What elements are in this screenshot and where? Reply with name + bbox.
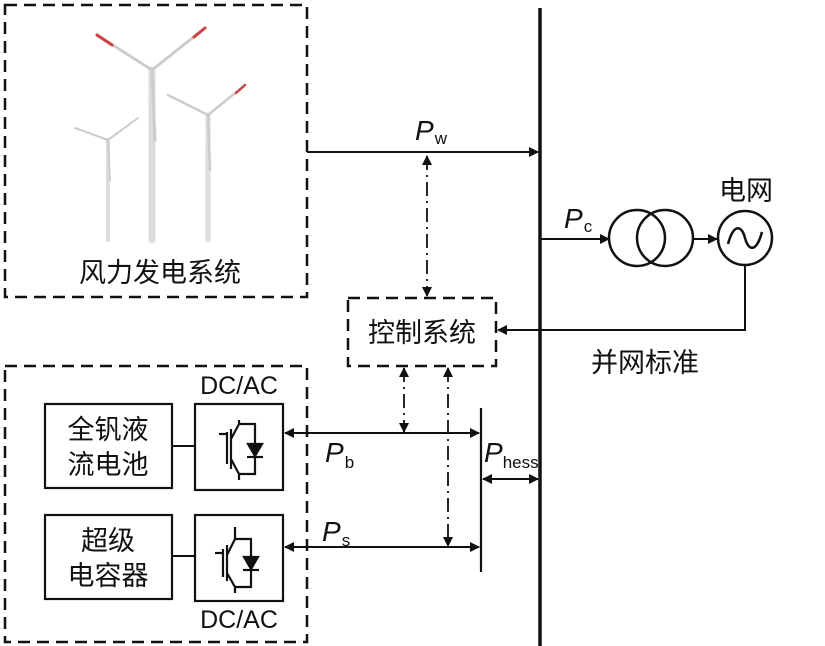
igbt-icon: [219, 420, 264, 480]
control-system-box: [346, 296, 498, 368]
transformer-icon: [607, 208, 695, 268]
converter-top-box: [193, 402, 285, 492]
converter-top-label: DC/AC: [200, 372, 278, 400]
control-system-label: 控制系统: [368, 318, 476, 349]
wind-system-label: 风力发电系统: [79, 258, 241, 289]
storage-system-box: [3, 364, 309, 644]
supercap-label-line1: 超级: [81, 526, 135, 557]
phess-label: Phess: [484, 437, 539, 472]
grid-label: 电网: [719, 176, 773, 207]
grid-standard-label: 并网标准: [591, 348, 699, 379]
supercap-label-line2: 电容器: [68, 561, 149, 592]
wind-system-box: [3, 3, 309, 299]
wind-turbines-icon: [74, 26, 247, 244]
pb-label: Pb: [325, 437, 354, 472]
pw-label: Pw: [415, 115, 448, 148]
ac-grid-source-icon: [716, 209, 774, 267]
converter-bottom-label: DC/AC: [200, 606, 278, 634]
pc-label: Pc: [564, 203, 593, 236]
battery-label-line2: 流电池: [68, 450, 149, 481]
igbt-icon: [215, 527, 260, 593]
ps-label: Ps: [322, 516, 350, 550]
grid-standard-feedback: [497, 265, 746, 335]
battery-label-line1: 全钒液: [68, 415, 149, 446]
converter-bottom-box: [193, 513, 285, 603]
